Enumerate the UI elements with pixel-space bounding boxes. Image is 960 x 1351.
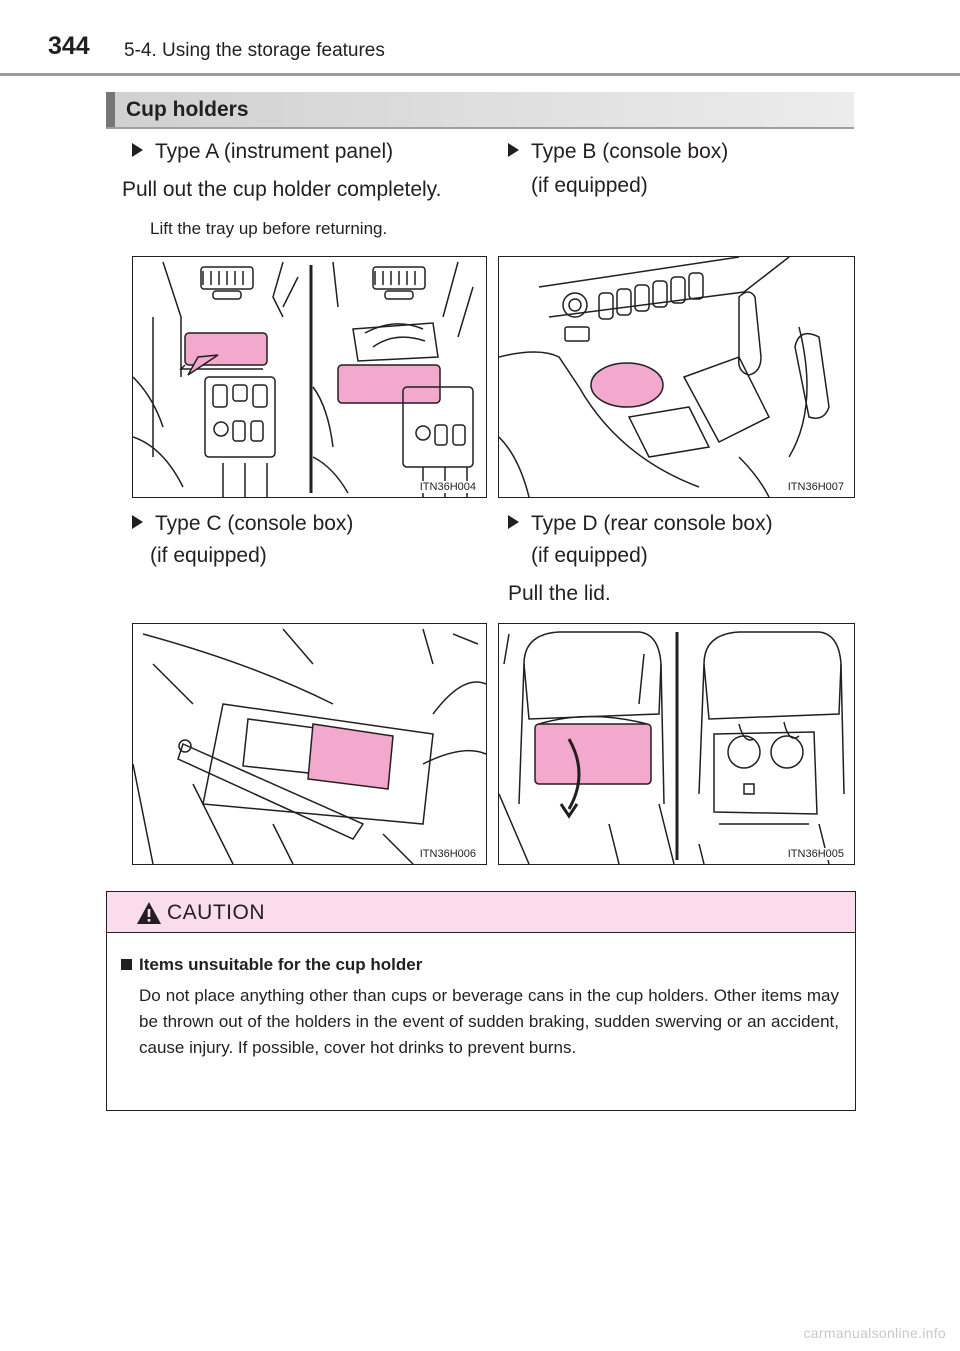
warning-triangle-icon: [137, 902, 161, 924]
figure-code: ITN36H006: [417, 848, 478, 860]
figure-type-b: ITN36H007: [498, 256, 855, 498]
type-b-label: Type B (console box): [508, 136, 728, 168]
type-d-label-text: Type D (rear console box): [531, 512, 773, 535]
figure-type-c: ITN36H006: [132, 623, 487, 865]
header-divider: [0, 73, 960, 76]
page-number: 344: [48, 32, 90, 60]
figure-type-a: ITN36H004: [132, 256, 487, 498]
chapter-title: 5-4. Using the storage features: [124, 40, 385, 61]
figure-code: ITN36H005: [785, 848, 846, 860]
illustration-type-a: [133, 261, 474, 497]
type-b-label-line2: (if equipped): [531, 174, 648, 197]
caution-box: CAUTION Items unsuitable for the cup hol…: [106, 891, 856, 1111]
type-d-label: Type D (rear console box): [508, 508, 773, 540]
bullet-triangle-icon: [132, 143, 143, 157]
bullet-triangle-icon: [508, 143, 519, 157]
type-a-note: Lift the tray up before returning.: [150, 219, 388, 238]
type-c-label-line2: (if equipped): [150, 544, 267, 567]
caution-item-title: Items unsuitable for the cup holder: [139, 955, 423, 974]
illustration-type-c: [133, 628, 486, 864]
type-d-instruction: Pull the lid.: [508, 582, 611, 605]
type-c-label: Type C (console box): [132, 508, 353, 540]
caution-item-heading: Items unsuitable for the cup holder: [121, 955, 422, 975]
bullet-triangle-icon: [132, 515, 143, 529]
illustration-type-b: [499, 257, 830, 497]
type-b-label-text: Type B (console box): [531, 140, 729, 163]
type-c-label-text: Type C (console box): [155, 512, 354, 535]
figure-type-d: ITN36H005: [498, 623, 855, 865]
type-a-instruction: Pull out the cup holder completely.: [122, 178, 442, 201]
section-heading-bar: Cup holders: [106, 92, 854, 129]
type-a-label-text: Type A (instrument panel): [155, 140, 394, 163]
figure-code: ITN36H007: [785, 481, 846, 493]
caution-header: CAUTION: [107, 892, 855, 933]
caution-body-text: Do not place anything other than cups or…: [139, 986, 839, 1057]
section-tab: [106, 92, 115, 127]
page-header: 344 5-4. Using the storage features: [0, 0, 960, 80]
square-bullet-icon: [121, 959, 132, 970]
caution-title: CAUTION: [167, 901, 265, 924]
type-d-label-line2: (if equipped): [531, 544, 648, 567]
type-a-label: Type A (instrument panel): [132, 136, 393, 168]
watermark: carmanualsonline.info: [803, 1325, 946, 1341]
section-title: Cup holders: [126, 98, 249, 121]
bullet-triangle-icon: [508, 515, 519, 529]
illustration-type-d: [499, 631, 845, 864]
figure-code: ITN36H004: [417, 481, 478, 493]
